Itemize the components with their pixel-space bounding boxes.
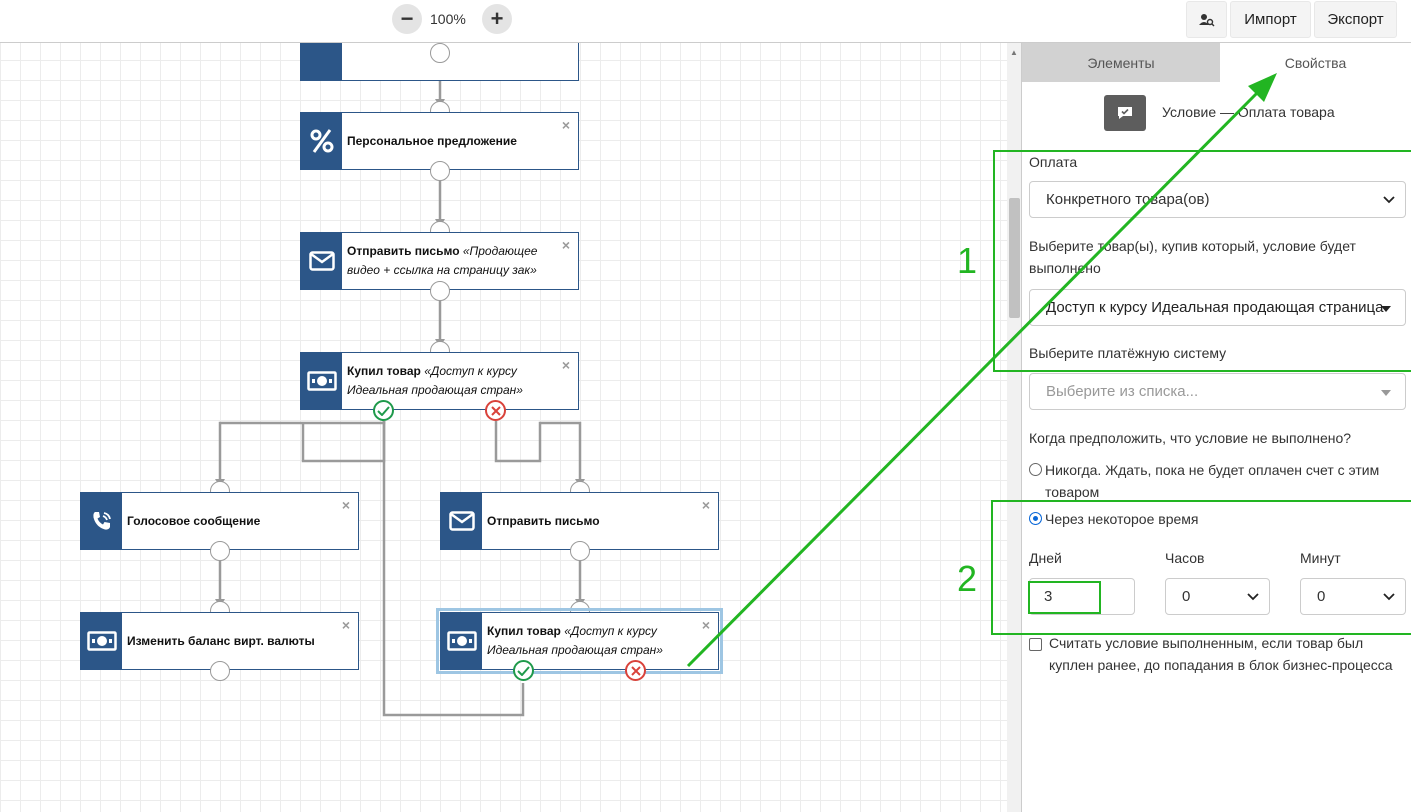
chevron-down-icon bbox=[1383, 196, 1395, 204]
node-title: Изменить баланс вирт. валюты bbox=[127, 633, 315, 648]
node-output-port[interactable] bbox=[210, 541, 230, 561]
tab-elements[interactable]: Элементы bbox=[1022, 43, 1220, 82]
node-title: Персональное предложение bbox=[347, 133, 517, 148]
node-send-email-1[interactable]: Отправить письмо «Продающее видео + ссыл… bbox=[300, 232, 579, 290]
money-icon bbox=[81, 613, 122, 669]
node-voice-message[interactable]: Голосовое сообщение × bbox=[80, 492, 359, 550]
node-output-port[interactable] bbox=[430, 43, 450, 63]
chevron-down-icon bbox=[1247, 593, 1259, 601]
node-bought-product-2[interactable]: Купил товар «Доступ к курсу Идеальная пр… bbox=[436, 608, 723, 674]
products-label: Выберите товар(ы), купив который, услови… bbox=[1029, 238, 1356, 276]
days-input[interactable]: 3 bbox=[1029, 578, 1135, 615]
no-port[interactable] bbox=[485, 400, 506, 421]
scrollbar-thumb[interactable] bbox=[1009, 198, 1020, 318]
top-toolbar: − 100% + Импорт Экспорт bbox=[0, 0, 1411, 43]
caret-down-icon bbox=[1381, 306, 1391, 312]
products-select[interactable]: Доступ к курсу Идеальная продающая стран… bbox=[1029, 289, 1406, 326]
yes-port[interactable] bbox=[373, 400, 394, 421]
close-icon[interactable]: × bbox=[701, 617, 710, 633]
zoom-level: 100% bbox=[430, 11, 466, 27]
money-icon bbox=[301, 353, 342, 409]
close-icon[interactable]: × bbox=[561, 357, 570, 373]
days-label: Дней bbox=[1029, 550, 1062, 566]
process-canvas[interactable]: Персональное предложение × Отправить пис… bbox=[0, 43, 1007, 812]
minutes-select[interactable]: 0 bbox=[1300, 578, 1406, 615]
envelope-icon bbox=[441, 493, 482, 549]
node-title: Отправить письмо bbox=[347, 244, 460, 258]
check-icon bbox=[517, 665, 530, 676]
node-output-port[interactable] bbox=[430, 281, 450, 301]
phone-icon bbox=[81, 493, 122, 549]
bought-earlier-checkbox[interactable] bbox=[1029, 638, 1042, 651]
panel-scrollbar[interactable]: ▲ bbox=[1007, 43, 1022, 812]
node-send-email-2[interactable]: Отправить письмо × bbox=[440, 492, 719, 550]
chevron-down-icon bbox=[1383, 593, 1395, 601]
radio-after-time[interactable] bbox=[1029, 512, 1042, 525]
paysys-label: Выберите платёжную систему bbox=[1029, 345, 1227, 361]
node-detail: «Доступ к курсу Идеальная продающая стра… bbox=[347, 364, 523, 397]
minutes-label: Минут bbox=[1300, 550, 1341, 566]
scroll-up-arrow-icon[interactable]: ▲ bbox=[1010, 48, 1018, 57]
panel-title: Условие — Оплата товара bbox=[1162, 104, 1335, 120]
payment-select[interactable]: Конкретного товара(ов) bbox=[1029, 181, 1406, 218]
close-icon[interactable]: × bbox=[701, 497, 710, 513]
node-title: Отправить письмо bbox=[487, 513, 600, 528]
radio-after-time-label: Через некоторое время bbox=[1045, 511, 1199, 527]
annotation-number-2: 2 bbox=[957, 558, 978, 599]
node-detail: «Продающее видео + ссылка на страницу за… bbox=[347, 244, 538, 277]
close-icon[interactable]: × bbox=[341, 617, 350, 633]
when-label: Когда предположить, что условие не выпол… bbox=[1029, 430, 1352, 446]
node-change-balance[interactable]: Изменить баланс вирт. валюты × bbox=[80, 612, 359, 670]
node-detail: «Доступ к курсу Идеальная продающая стра… bbox=[487, 624, 663, 657]
annotation-number-1: 1 bbox=[957, 240, 978, 281]
radio-never-label: Никогда. Ждать, пока не будет оплачен сч… bbox=[1045, 462, 1380, 500]
bought-earlier-label: Считать условие выполненным, если товар … bbox=[1049, 635, 1393, 673]
hours-label: Часов bbox=[1165, 550, 1205, 566]
node-personal-offer[interactable]: Персональное предложение × bbox=[300, 112, 579, 170]
condition-icon bbox=[1104, 95, 1146, 131]
paysys-select[interactable]: Выберите из списка... bbox=[1029, 373, 1406, 410]
radio-never[interactable] bbox=[1029, 463, 1042, 476]
no-port[interactable] bbox=[625, 660, 646, 681]
zoom-in-button[interactable]: + bbox=[482, 4, 512, 34]
close-icon[interactable]: × bbox=[341, 497, 350, 513]
percent-icon bbox=[301, 113, 342, 169]
properties-panel: Элементы Свойства Условие — Оплата товар… bbox=[1022, 43, 1411, 812]
node-title: Голосовое сообщение bbox=[127, 513, 261, 528]
node-bought-product-1[interactable]: Купил товар «Доступ к курсу Идеальная пр… bbox=[300, 352, 579, 410]
user-search-icon bbox=[1198, 13, 1214, 26]
payment-label: Оплата bbox=[1029, 154, 1078, 170]
import-button[interactable]: Импорт bbox=[1230, 1, 1311, 38]
zoom-out-button[interactable]: − bbox=[392, 4, 422, 34]
money-icon bbox=[441, 613, 482, 669]
node-output-port[interactable] bbox=[210, 661, 230, 681]
x-icon bbox=[630, 665, 641, 676]
node-title: Купил товар bbox=[347, 364, 421, 378]
close-icon[interactable]: × bbox=[561, 117, 570, 133]
user-search-button[interactable] bbox=[1186, 1, 1227, 38]
yes-port[interactable] bbox=[513, 660, 534, 681]
node-output-port[interactable] bbox=[430, 161, 450, 181]
node-title: Купил товар bbox=[487, 624, 561, 638]
node-output-port[interactable] bbox=[570, 541, 590, 561]
x-icon bbox=[490, 405, 501, 416]
caret-down-icon bbox=[1381, 390, 1391, 396]
envelope-icon bbox=[301, 233, 342, 289]
export-button[interactable]: Экспорт bbox=[1314, 1, 1397, 38]
check-icon bbox=[377, 405, 390, 416]
close-icon[interactable]: × bbox=[561, 237, 570, 253]
hours-select[interactable]: 0 bbox=[1165, 578, 1270, 615]
tab-properties[interactable]: Свойства bbox=[1284, 54, 1347, 71]
